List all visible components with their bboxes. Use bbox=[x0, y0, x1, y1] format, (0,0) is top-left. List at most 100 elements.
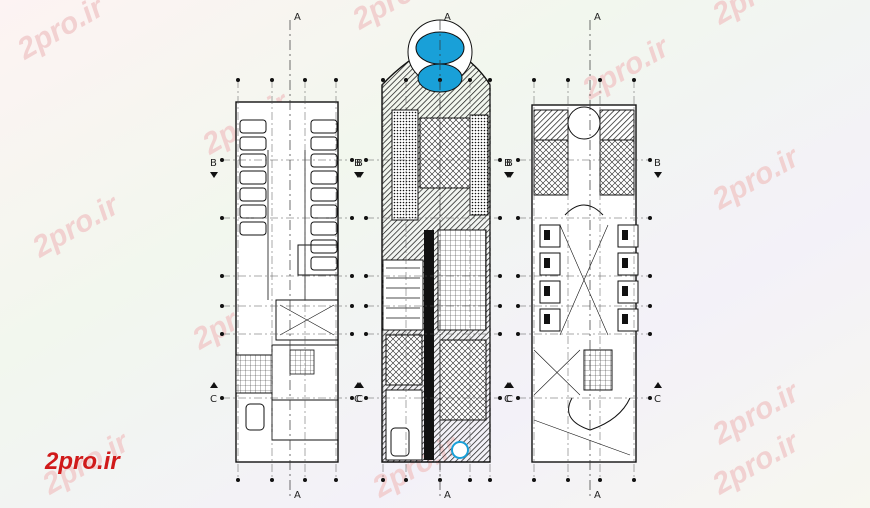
car-stall bbox=[310, 239, 338, 254]
car-stall bbox=[239, 119, 267, 134]
car-stall bbox=[239, 204, 267, 219]
axis-bubble bbox=[236, 78, 240, 82]
axis-bubble bbox=[334, 478, 338, 482]
axis-bubble bbox=[364, 274, 368, 278]
axis-bubble bbox=[566, 78, 570, 82]
fixture bbox=[544, 230, 550, 240]
section-mark-a-top: A bbox=[444, 12, 451, 23]
axis-bubble bbox=[364, 396, 368, 400]
core-room bbox=[297, 244, 339, 276]
fixture bbox=[544, 286, 550, 296]
axis-bubble bbox=[350, 304, 354, 308]
section-mark-a-bottom: A bbox=[444, 490, 451, 501]
axis-bubble bbox=[648, 332, 652, 336]
axis-bubble bbox=[516, 158, 520, 162]
section-arrow bbox=[210, 382, 218, 388]
fixture bbox=[622, 314, 628, 324]
car-stall bbox=[310, 256, 338, 271]
parking-stalls bbox=[239, 119, 338, 271]
section-mark-c: C bbox=[654, 394, 661, 405]
fixture bbox=[622, 286, 628, 296]
axis-bubble bbox=[648, 274, 652, 278]
axis-bubble bbox=[648, 304, 652, 308]
axis-bubble bbox=[220, 396, 224, 400]
axis-bubble bbox=[381, 478, 385, 482]
car-stall bbox=[239, 136, 267, 151]
central-walkway bbox=[424, 230, 434, 460]
elevator-core bbox=[583, 349, 613, 391]
unit-right-room bbox=[599, 139, 635, 196]
car-stall bbox=[239, 153, 267, 168]
axis-bubble bbox=[404, 478, 408, 482]
axis-bubble bbox=[516, 274, 520, 278]
fixture bbox=[622, 230, 628, 240]
axis-bubble bbox=[488, 78, 492, 82]
axis-bubble bbox=[364, 332, 368, 336]
lobby-block bbox=[382, 259, 424, 331]
unit-left-room bbox=[533, 139, 569, 196]
car-stall bbox=[310, 153, 338, 168]
axis-bubble bbox=[648, 396, 652, 400]
axis-bubble bbox=[532, 78, 536, 82]
ramp bbox=[235, 354, 273, 394]
car-stall bbox=[310, 187, 338, 202]
section-arrow bbox=[654, 172, 662, 178]
section-mark-a-bottom: A bbox=[594, 490, 601, 501]
axis-bubble bbox=[516, 304, 520, 308]
fixture bbox=[544, 314, 550, 324]
courtyard bbox=[439, 339, 487, 421]
section-mark-a-top: A bbox=[294, 12, 301, 23]
car-stall bbox=[239, 170, 267, 185]
section-mark-b: B bbox=[654, 158, 661, 169]
axis-bubble bbox=[498, 396, 502, 400]
axis-bubble bbox=[468, 78, 472, 82]
fountain bbox=[451, 441, 469, 459]
axis-bubble bbox=[566, 478, 570, 482]
brand-logo: 2pro.ir bbox=[45, 448, 120, 475]
section-mark-a-top: A bbox=[594, 12, 601, 23]
axis-bubble bbox=[404, 78, 408, 82]
car-stall bbox=[310, 119, 338, 134]
section-mark-c: C bbox=[356, 394, 363, 405]
axis-bubble bbox=[236, 478, 240, 482]
axis-bubble bbox=[334, 78, 338, 82]
axis-bubble bbox=[381, 78, 385, 82]
axis-bubble bbox=[220, 158, 224, 162]
axis-bubble bbox=[598, 478, 602, 482]
section-arrow bbox=[506, 382, 514, 388]
axis-bubble bbox=[350, 274, 354, 278]
axis-bubble bbox=[350, 396, 354, 400]
section-mark-b: B bbox=[356, 158, 363, 169]
axis-bubble bbox=[220, 216, 224, 220]
section-arrow bbox=[210, 172, 218, 178]
section-mark-b: B bbox=[210, 158, 217, 169]
section-mark-b: B bbox=[354, 158, 361, 169]
car-symbol bbox=[390, 427, 410, 457]
section-mark-b: B bbox=[504, 158, 511, 169]
axis-bubble bbox=[350, 158, 354, 162]
stair-core bbox=[275, 299, 339, 341]
axis-bubble bbox=[532, 478, 536, 482]
car-stall bbox=[239, 221, 267, 236]
ground-floor-landscape-plan bbox=[381, 19, 491, 463]
car-stall bbox=[310, 136, 338, 151]
car-stall bbox=[310, 170, 338, 185]
axis-bubble bbox=[303, 78, 307, 82]
fixture bbox=[544, 258, 550, 268]
typical-floor-plan bbox=[531, 104, 639, 463]
axis-bubble bbox=[303, 478, 307, 482]
lobby-furniture bbox=[386, 267, 420, 319]
section-mark-a-bottom: A bbox=[294, 490, 301, 501]
parking-floor-plan bbox=[235, 101, 339, 463]
balcony-left bbox=[533, 109, 569, 141]
axis-bubble bbox=[220, 332, 224, 336]
axis-bubble bbox=[364, 158, 368, 162]
car-entrance bbox=[245, 403, 265, 431]
paved-court bbox=[385, 334, 423, 386]
section-mark-c: C bbox=[506, 394, 513, 405]
section-mark-c: C bbox=[504, 394, 511, 405]
axis-bubble bbox=[632, 478, 636, 482]
axis-bubble bbox=[488, 478, 492, 482]
axis-bubble bbox=[364, 304, 368, 308]
